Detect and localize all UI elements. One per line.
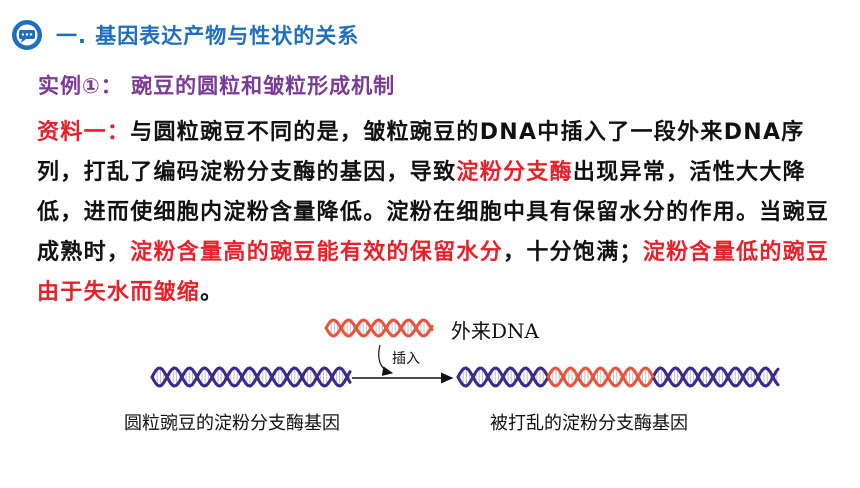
insert-label: 插入 bbox=[392, 348, 420, 368]
original-gene-helix bbox=[152, 368, 350, 386]
material-text-3: ，十分饱满； bbox=[503, 240, 643, 265]
foreign-dna-helix bbox=[326, 320, 432, 336]
material-paragraph: 资料一：与圆粒豌豆不同的是，皱粒豌豆的DNA中插入了一段外来DNA序列，打乱了编… bbox=[37, 113, 842, 313]
insert-curve-arrow bbox=[379, 345, 392, 373]
dna-strand-segment bbox=[430, 326, 432, 329]
section-title: 一. 基因表达产物与性状的关系 bbox=[56, 20, 359, 50]
material-text-4: 。 bbox=[200, 280, 223, 305]
dna-strand-segment bbox=[348, 379, 350, 382]
dna-diagram bbox=[0, 305, 860, 484]
dna-strand-segment bbox=[776, 369, 778, 372]
left-caption: 圆粒豌豆的淀粉分支酶基因 bbox=[124, 409, 340, 435]
disrupted-gene-helix bbox=[458, 368, 778, 386]
material-highlight-high-starch: 淀粉含量高的豌豆能有效的保留水分 bbox=[130, 240, 503, 265]
dna-insertion-figure: 外来DNA 插入 圆粒豌豆的淀粉分支酶基因 被打乱的淀粉分支酶基因 bbox=[0, 305, 860, 484]
chat-bubble-icon bbox=[8, 19, 46, 51]
example-title: 实例①： 豌豆的圆粒和皱粒形成机制 bbox=[38, 70, 395, 100]
material-highlight-enzyme: 淀粉分支酶 bbox=[456, 160, 573, 185]
right-caption: 被打乱的淀粉分支酶基因 bbox=[490, 409, 688, 435]
dna-strand-segment bbox=[776, 382, 778, 385]
dna-strand-segment bbox=[348, 372, 350, 375]
foreign-dna-label: 外来DNA bbox=[451, 315, 539, 344]
material-label: 资料一： bbox=[37, 120, 130, 145]
